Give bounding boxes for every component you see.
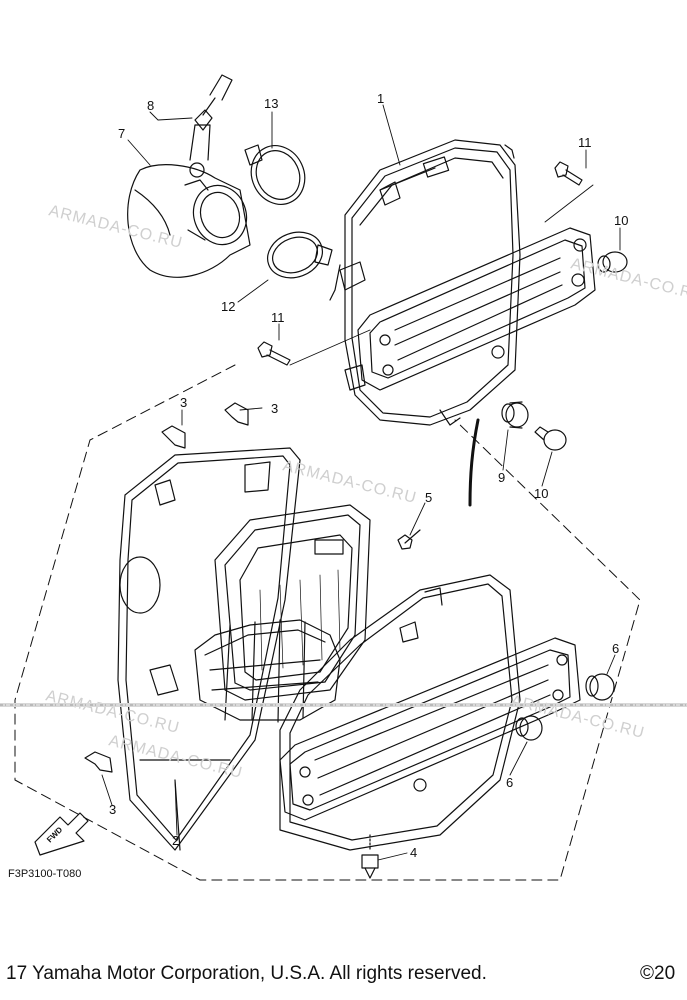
case-flange-frame bbox=[357, 227, 596, 391]
callout-1: 1 bbox=[377, 91, 384, 106]
grommet-10-upper bbox=[597, 251, 628, 273]
callout-3-left: 3 bbox=[180, 395, 187, 410]
screw-5 bbox=[397, 529, 421, 550]
copyright-year-fragment: ©20 bbox=[640, 963, 676, 984]
copyright-text: 17 Yamaha Motor Corporation, U.S.A. All … bbox=[6, 963, 487, 984]
callout-4: 4 bbox=[410, 845, 417, 860]
air-cleaner-case bbox=[117, 447, 301, 851]
callout-6-right: 6 bbox=[612, 641, 619, 656]
hose-clamp-12 bbox=[267, 231, 333, 279]
callout-3-right: 3 bbox=[271, 401, 278, 416]
intake-boot bbox=[194, 619, 341, 723]
callout-2: 2 bbox=[172, 833, 179, 848]
callout-11-upper: 11 bbox=[578, 135, 592, 150]
diagram-code: F3P3100-T080 bbox=[8, 868, 81, 880]
subassembly-boundary bbox=[14, 364, 641, 881]
assembly-link-line bbox=[468, 418, 480, 507]
watermark-text: ARMADA-CO.RU bbox=[569, 255, 687, 305]
clip-3-bottom bbox=[84, 751, 113, 773]
fwd-arrow-icon bbox=[34, 812, 89, 856]
air-filter-element bbox=[214, 504, 371, 701]
watermark-text: ARMADA-CO.RU bbox=[509, 692, 646, 742]
grommet-6-right bbox=[585, 673, 615, 701]
air-cleaner-case-cover bbox=[329, 139, 521, 426]
fwd-label: FWD bbox=[45, 825, 64, 844]
callout-12: 12 bbox=[221, 299, 235, 314]
bolt-11-lower bbox=[257, 341, 291, 366]
callout-5: 5 bbox=[425, 490, 432, 505]
callout-labels: 1 8 7 13 12 11 11 10 9 10 3 3 3 2 5 6 6 … bbox=[109, 91, 628, 860]
watermark-text: ARMADA-CO.RU bbox=[281, 457, 418, 507]
callout-7: 7 bbox=[118, 126, 125, 141]
callout-6-lower: 6 bbox=[506, 775, 513, 790]
callout-13: 13 bbox=[264, 96, 278, 111]
air-cleaner-cover bbox=[279, 574, 521, 851]
bolt-11-upper bbox=[554, 161, 583, 186]
callout-11-lower: 11 bbox=[271, 310, 285, 325]
hose-clamp-13 bbox=[244, 144, 306, 205]
collar-10-lower bbox=[534, 426, 567, 451]
scan-noise-band bbox=[0, 703, 687, 707]
leader-lines bbox=[101, 104, 621, 861]
watermark-text: ARMADA-CO.RU bbox=[47, 202, 184, 252]
breather-hose bbox=[189, 74, 233, 178]
intake-duct bbox=[127, 164, 251, 278]
callout-9: 9 bbox=[498, 470, 505, 485]
callout-8: 8 bbox=[147, 98, 154, 113]
callout-10-upper: 10 bbox=[614, 213, 628, 228]
grommet-9 bbox=[501, 401, 529, 429]
callout-10-lower: 10 bbox=[534, 486, 548, 501]
drain-plug-4 bbox=[361, 834, 379, 879]
clip-3-left bbox=[161, 425, 186, 449]
clip-3-right bbox=[224, 402, 249, 426]
grommet-6-lower bbox=[515, 715, 543, 741]
callout-3-bottom: 3 bbox=[109, 802, 116, 817]
